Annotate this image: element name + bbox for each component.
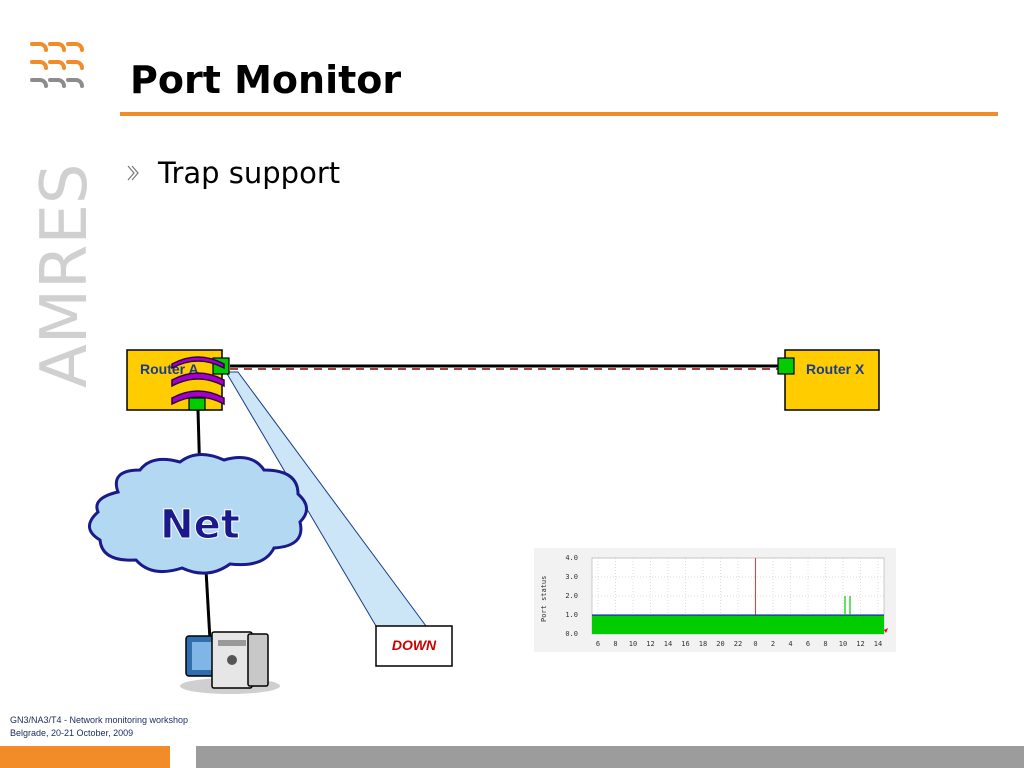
x-tick-label: 12 (646, 640, 654, 648)
bullet-item: Trap support (126, 156, 340, 190)
bullet-text: Trap support (158, 156, 341, 190)
y-tick-label: 2.0 (565, 592, 578, 600)
graph-series (592, 596, 888, 634)
y-tick-label: 0.0 (565, 630, 578, 638)
router-x-box (784, 349, 880, 411)
x-tick-label: 6 (596, 640, 600, 648)
y-tick-label: 4.0 (565, 554, 578, 562)
port-status-graph: 4.0 3.0 2.0 1.0 0.0 6 8 10 12 14 16 18 20 22 0 2 4 6 8 10 1… (534, 548, 896, 652)
x-tick-label: 14 (874, 640, 882, 648)
y-tick-label: 1.0 (565, 611, 578, 619)
router-x-label: Router X (806, 361, 865, 377)
computer-server-icon (180, 631, 280, 694)
x-tick-label: 10 (839, 640, 847, 648)
amres-logo-icon (30, 42, 84, 88)
series-area (592, 615, 884, 634)
side-brand: AMRES (28, 163, 98, 388)
port-a-down (188, 397, 206, 411)
y-tick-labels: 4.0 3.0 2.0 1.0 0.0 (565, 554, 578, 638)
x-tick-label: 6 (806, 640, 810, 648)
x-tick-label: 0 (753, 640, 757, 648)
side-brand-text: AMRES (28, 163, 98, 388)
x-tick-label: 8 (823, 640, 827, 648)
x-tick-label: 2 (771, 640, 775, 648)
x-tick-label: 4 (788, 640, 792, 648)
footer-line1: GN3/NA3/T4 - Network monitoring workshop (10, 715, 189, 725)
x-tick-label: 18 (699, 640, 707, 648)
slide-title: Port Monitor (130, 58, 402, 102)
y-tick-label: 3.0 (565, 573, 578, 581)
x-tick-label: 14 (664, 640, 672, 648)
x-tick-label: 12 (856, 640, 864, 648)
net-cloud (88, 453, 308, 575)
footer-bar-gray (196, 746, 1024, 768)
net-label: Net (160, 502, 240, 548)
footer-bar-orange (0, 746, 170, 768)
link-net-computer (204, 569, 212, 641)
down-label: DOWN (392, 637, 437, 653)
router-a-label: Router A (140, 361, 199, 377)
x-tick-label: 22 (734, 640, 742, 648)
x-tick-label: 20 (716, 640, 724, 648)
footer-line2: Belgrade, 20-21 October, 2009 (10, 728, 134, 738)
graph-ylabel: Port status (540, 576, 548, 622)
down-callout-box (375, 625, 453, 667)
footer-logo-icon (172, 746, 196, 763)
now-marker (884, 628, 888, 633)
bullet-arrow-icon (127, 165, 139, 181)
x-tick-label: 10 (629, 640, 637, 648)
x-tick-label: 16 (681, 640, 689, 648)
router-tunnel-icon (171, 356, 225, 406)
title-rule (120, 112, 998, 116)
port-x (777, 357, 795, 375)
x-tick-labels: 6 8 10 12 14 16 18 20 22 0 2 4 6 8 10 12 14 (596, 640, 882, 648)
x-tick-label: 8 (613, 640, 617, 648)
